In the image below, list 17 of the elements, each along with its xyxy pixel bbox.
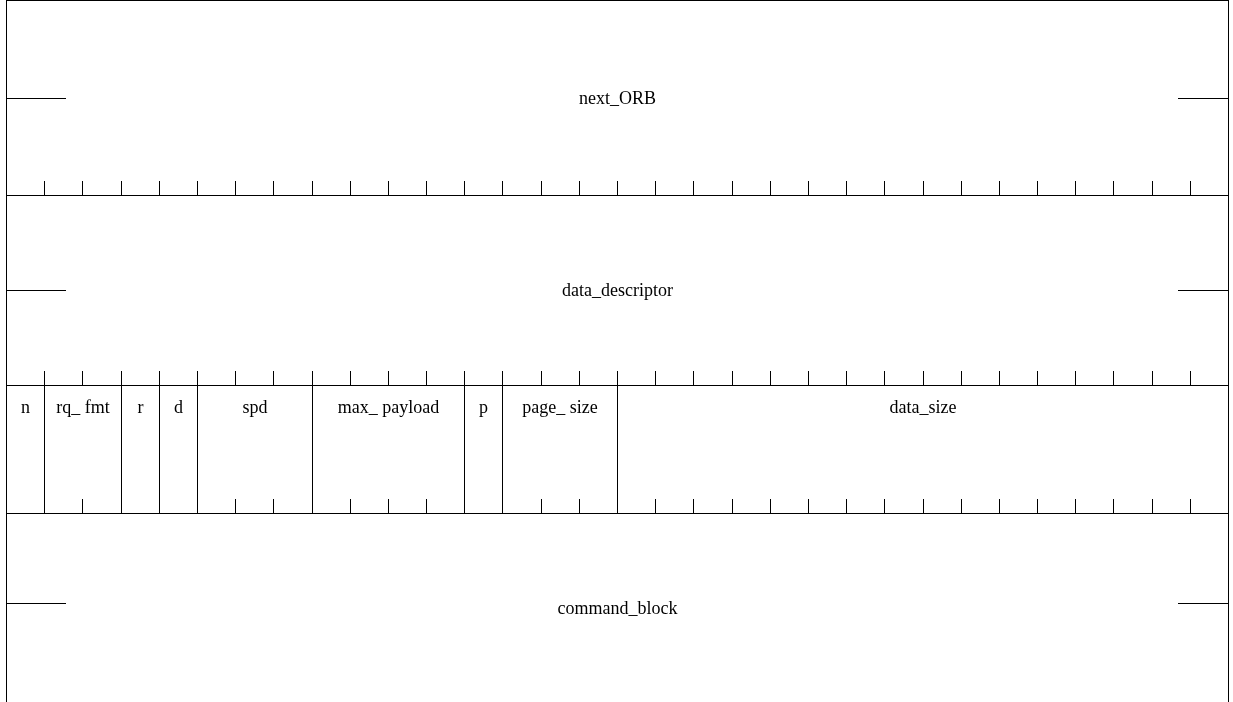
field-name: r [137,396,144,419]
field-name: spd [242,396,268,419]
field-name: command_block [557,597,678,620]
register-row [6,195,1229,386]
bit-field [617,385,1229,514]
register-row [6,0,1229,196]
field-name: n [21,396,30,419]
field-name: data_descriptor [562,279,673,302]
field-name: max_ payload [337,396,440,419]
field-name: rq_ fmt [56,396,110,419]
field-name: next_ORB [579,86,656,110]
field-name: data_size [889,396,957,419]
field-name: p [479,396,488,419]
register-row [6,513,1229,702]
field-name: page_ size [522,396,598,419]
bit-field [6,385,45,514]
field-name: d [174,396,183,419]
